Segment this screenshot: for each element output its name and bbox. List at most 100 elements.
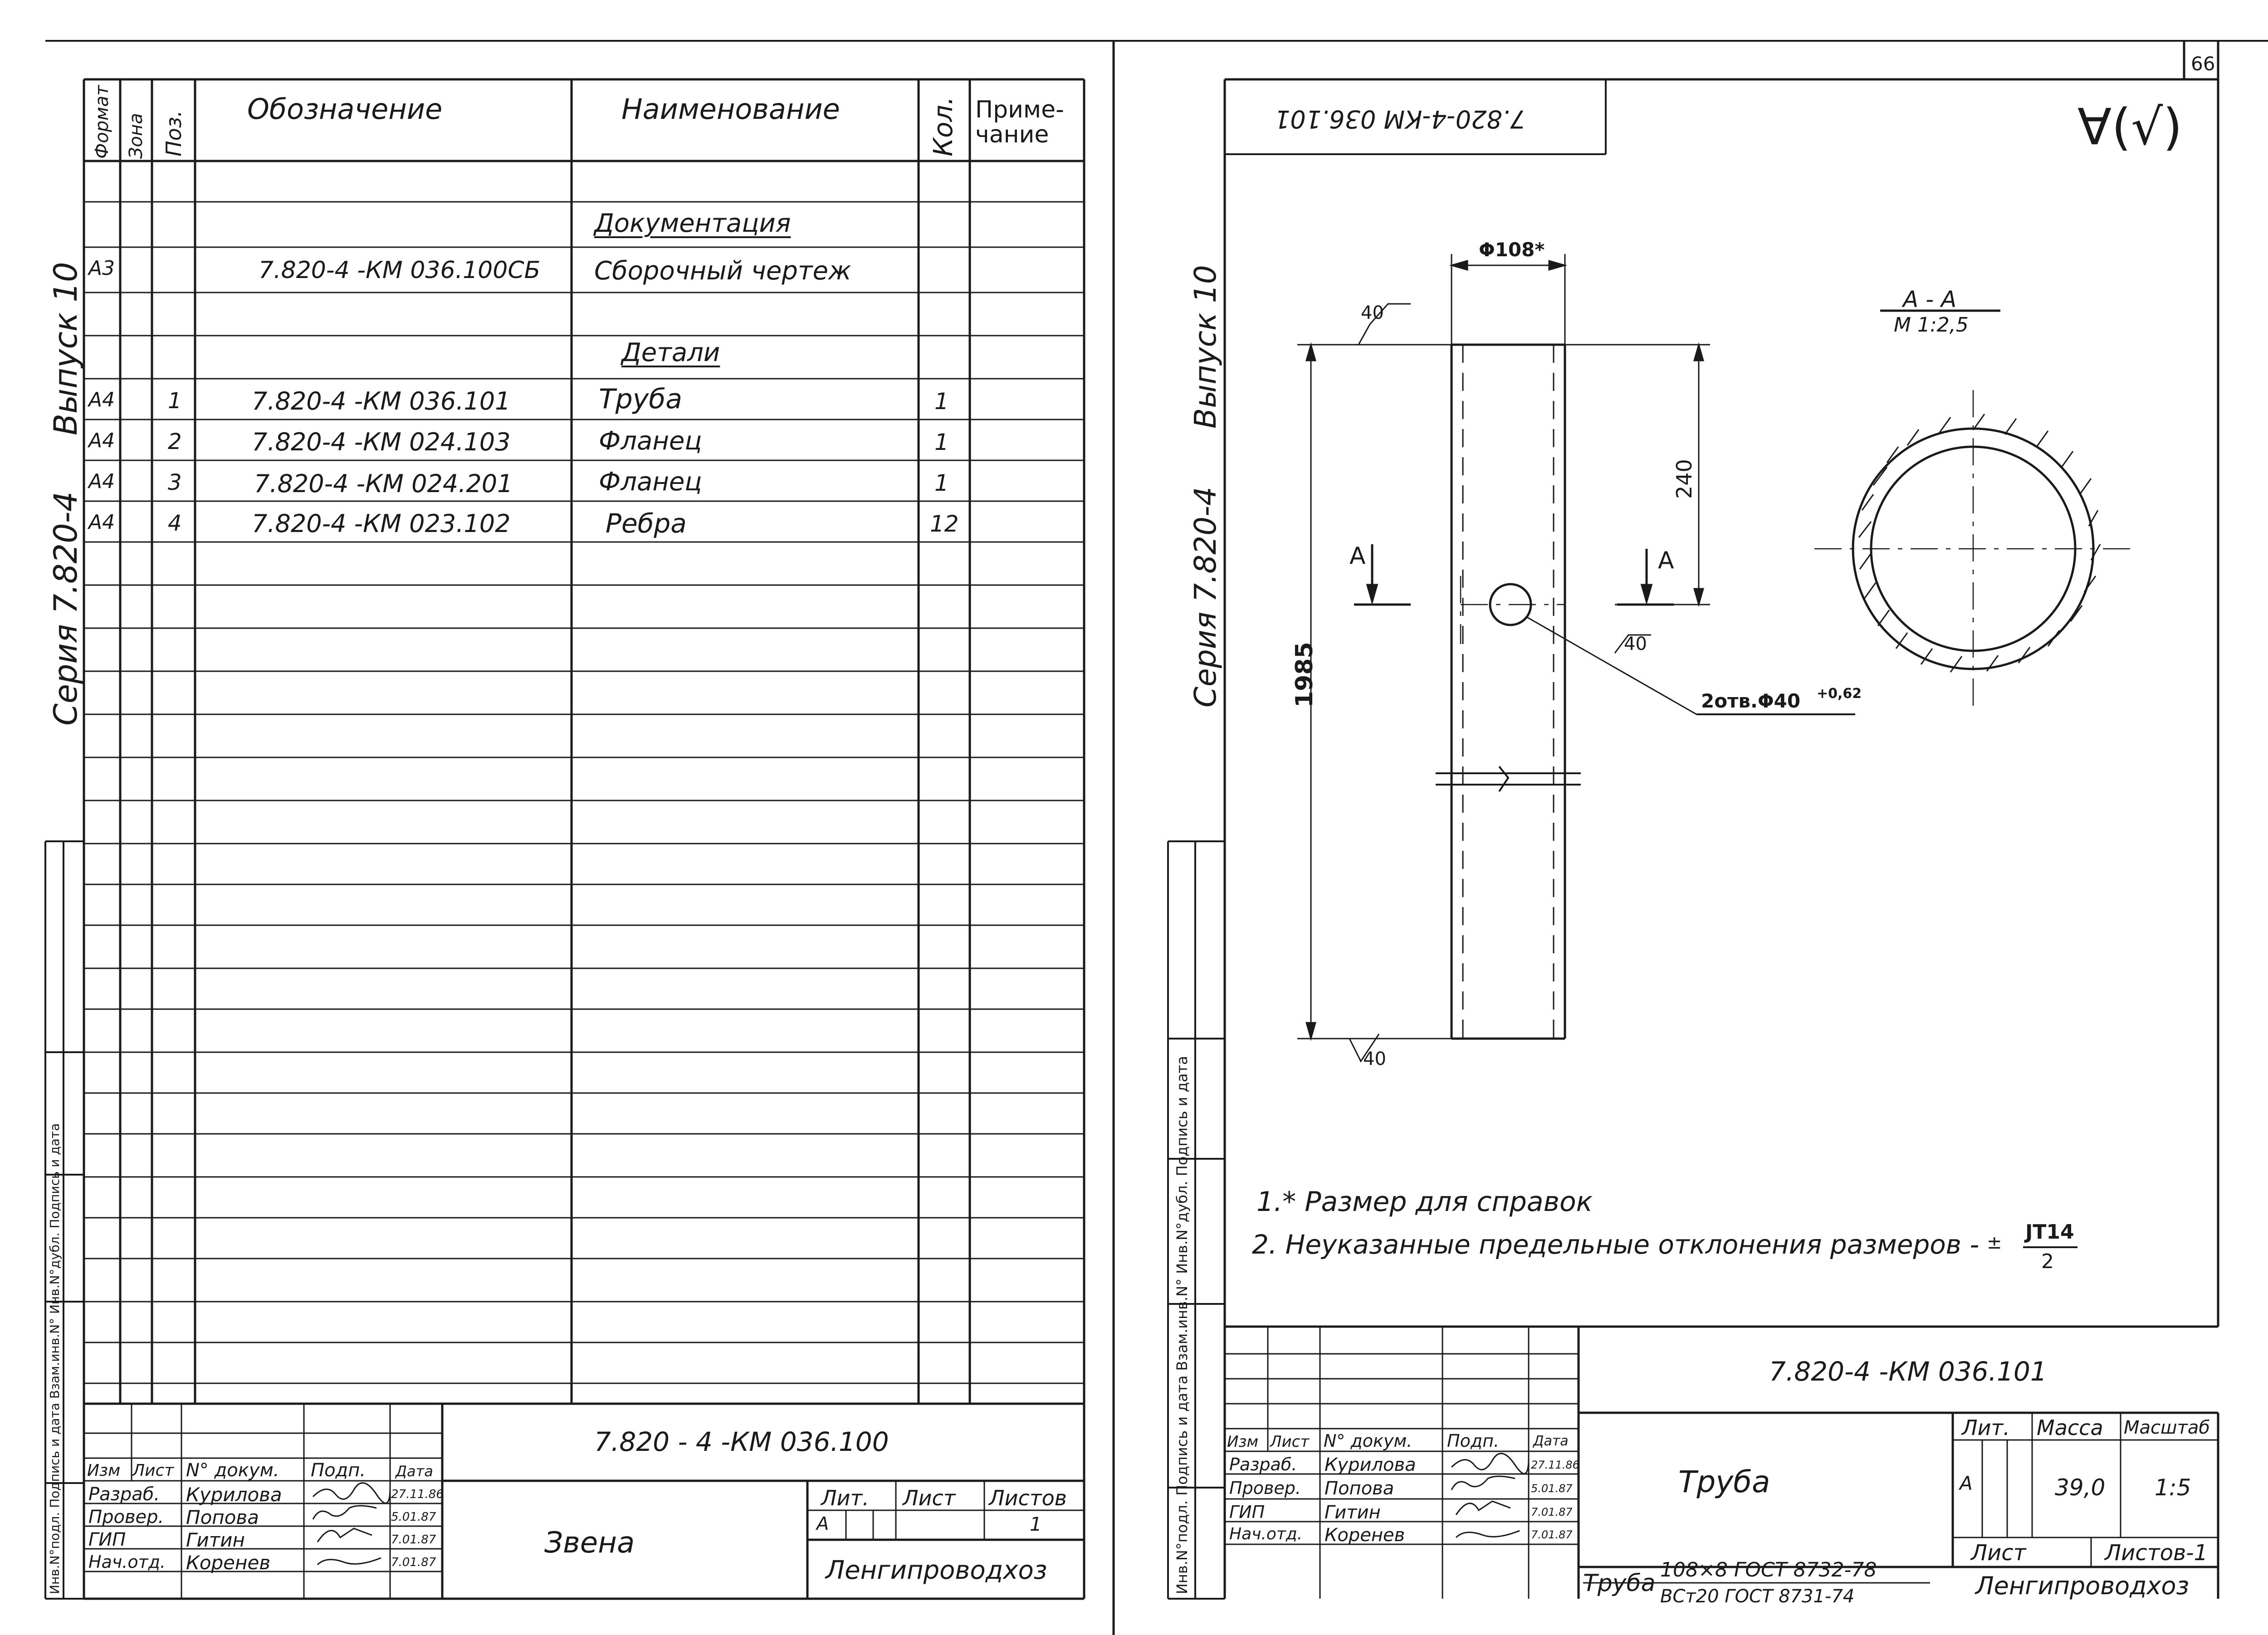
pipe-elevation xyxy=(1450,343,1566,1040)
spec-row-3-pos: 1 xyxy=(168,388,182,414)
right-tb-material-bottom: ВСт20 ГОСТ 8731-74 xyxy=(1660,1587,1855,1607)
dim-top-rough: 40 xyxy=(1361,303,1384,323)
left-tb-sheet-label: Лист xyxy=(903,1486,956,1510)
tolerance-den: 2 xyxy=(2041,1250,2054,1273)
left-tb-sheets-value: 1 xyxy=(1030,1513,1042,1535)
left-tb-name-1: Попова xyxy=(186,1506,259,1528)
dim-bottom-rough: 40 xyxy=(1363,1049,1386,1069)
right-tb-scale-label: Масштаб xyxy=(2124,1417,2210,1438)
left-side-stamp xyxy=(44,840,84,1600)
left-tb-role-1: Провер. xyxy=(88,1507,164,1528)
right-tb-scale-value: 1:5 xyxy=(2155,1474,2191,1501)
section-hatching xyxy=(1858,414,2101,673)
spec-row-6-format: А4 xyxy=(88,511,115,534)
left-tb-col-doc: N° докум. xyxy=(186,1460,279,1481)
note-2: 2. Неуказанные предельные отклонения раз… xyxy=(1252,1229,1980,1260)
left-tb-lit-label: Лит. xyxy=(821,1486,869,1510)
left-tb-lit-value: А xyxy=(816,1513,829,1534)
right-side-title-issue: Выпуск 10 xyxy=(1188,265,1223,429)
spec-row-3-designation: 7.820-4 -КМ 036.101 xyxy=(252,387,511,415)
left-tb-date-3: 7.01.87 xyxy=(391,1556,436,1569)
right-tb-name: Труба xyxy=(1678,1464,1770,1499)
spec-row-6-name: Ребра xyxy=(606,508,687,539)
right-tb-role-1: Провер. xyxy=(1229,1478,1301,1498)
spec-row-6-qty: 12 xyxy=(930,511,959,537)
note-1: 1.* Размер для справок xyxy=(1256,1186,1593,1218)
pipe-break xyxy=(1436,766,1581,792)
header-pos: Поз. xyxy=(161,110,186,156)
dimension-lines xyxy=(1297,254,1855,1063)
left-tb-sheets-label: Листов xyxy=(989,1486,1067,1510)
left-tb-col-date: Дата xyxy=(396,1463,433,1480)
header-note: Приме-чание xyxy=(975,96,1064,148)
spec-row-1-format: А3 xyxy=(88,257,115,280)
pipe-inner-hidden xyxy=(1462,345,1554,1039)
left-tb-date-0: 27.11.86 xyxy=(391,1488,444,1501)
left-spec-rows xyxy=(84,201,1084,1384)
hole-leader-rough: 40 xyxy=(1624,634,1647,654)
left-tb-name-0: Курилова xyxy=(186,1484,282,1506)
right-tb-mass-value: 39,0 xyxy=(2055,1474,2106,1501)
spec-row-5-pos: 3 xyxy=(168,470,182,495)
roughness-symbol: ∀(√) xyxy=(2077,98,2183,156)
left-tb-col-sign: Подп. xyxy=(311,1460,366,1481)
section-ring xyxy=(1852,309,2095,670)
dim-hole-offset: 240 xyxy=(1672,459,1696,499)
left-tb-col-izm: Изм xyxy=(87,1461,121,1480)
right-tb-sheets-label: Листов-1 xyxy=(2105,1540,2208,1566)
right-side-title-series: Серия 7.820-4 xyxy=(1188,487,1223,708)
section-mark-left: А xyxy=(1349,542,1366,570)
right-tb-name-2: Гитин xyxy=(1325,1502,1381,1523)
spec-row-3-name: Труба xyxy=(599,383,683,415)
spec-row-3-format: А4 xyxy=(88,388,115,411)
left-title-block xyxy=(84,1402,1084,1600)
spec-row-1-name: Сборочный чертеж xyxy=(594,256,851,286)
right-tb-lit-label: Лит. xyxy=(1962,1415,2010,1440)
right-tb-mass-label: Масса xyxy=(2037,1415,2103,1440)
left-tb-role-0: Разраб. xyxy=(88,1484,160,1505)
right-tb-lit-value: А xyxy=(1960,1472,1973,1494)
right-tb-col-izm: Изм xyxy=(1227,1433,1259,1451)
section-mark-right: А xyxy=(1658,547,1674,574)
right-tb-name-1: Попова xyxy=(1325,1478,1394,1499)
dim-diameter: Φ108* xyxy=(1479,239,1545,261)
right-title-block xyxy=(1225,1325,2219,1599)
spec-row-5-designation: 7.820-4 -КМ 024.201 xyxy=(254,469,513,498)
right-tb-date-3: 7.01.87 xyxy=(1531,1528,1573,1541)
right-tb-date-2: 7.01.87 xyxy=(1531,1506,1573,1518)
header-designation: Обозначение xyxy=(247,93,443,126)
left-tb-role-2: ГИП xyxy=(88,1529,126,1550)
right-tb-date-1: 5.01.87 xyxy=(1531,1482,1573,1495)
header-format: Формат xyxy=(92,85,112,159)
spec-row-4-format: А4 xyxy=(88,429,115,452)
left-side-title-series: Серия 7.820-4 xyxy=(47,491,84,726)
left-side-stamp-text: Инв.N°подл. Подпись и дата Взам.инв.N° И… xyxy=(47,1123,62,1594)
header-zone: Зона xyxy=(126,113,147,159)
left-side-title-issue: Выпуск 10 xyxy=(47,262,84,435)
spec-row-3-qty: 1 xyxy=(934,388,949,415)
left-tb-date-2: 7.01.87 xyxy=(391,1533,436,1547)
right-frame xyxy=(1223,41,2219,1599)
dim-length: 1985 xyxy=(1291,642,1318,708)
page-number: 66 xyxy=(2191,53,2215,75)
right-tb-col-sign: Подп. xyxy=(1447,1431,1500,1451)
left-tb-name-2: Гитин xyxy=(186,1529,245,1551)
left-tb-role-3: Нач.отд. xyxy=(88,1552,166,1572)
right-tb-date-0: 27.11.86 xyxy=(1531,1459,1579,1471)
right-tb-name-0: Курилова xyxy=(1325,1454,1416,1475)
tolerance-pm: ± xyxy=(1987,1232,2002,1253)
left-tb-date-1: 5.01.87 xyxy=(391,1510,436,1524)
spec-row-2-name: Детали xyxy=(621,338,720,367)
right-tb-role-3: Нач.отд. xyxy=(1229,1525,1303,1543)
hole-note: 2отв.Φ40 xyxy=(1701,690,1801,712)
right-tb-material-top: 108×8 ГОСТ 8732-78 xyxy=(1660,1558,1877,1581)
spec-row-1-designation: 7.820-4 -КМ 036.100СБ xyxy=(259,257,541,284)
mirrored-stamp-code: 7.820-4-КМ 036.101 xyxy=(1275,105,1526,133)
hole-tolerance: +0,62 xyxy=(1817,686,1862,702)
right-top-stamp xyxy=(1225,79,1607,155)
right-tb-col-doc: N° докум. xyxy=(1324,1431,1413,1451)
right-tb-role-0: Разраб. xyxy=(1229,1454,1297,1474)
left-spec-grid xyxy=(83,78,1085,1599)
